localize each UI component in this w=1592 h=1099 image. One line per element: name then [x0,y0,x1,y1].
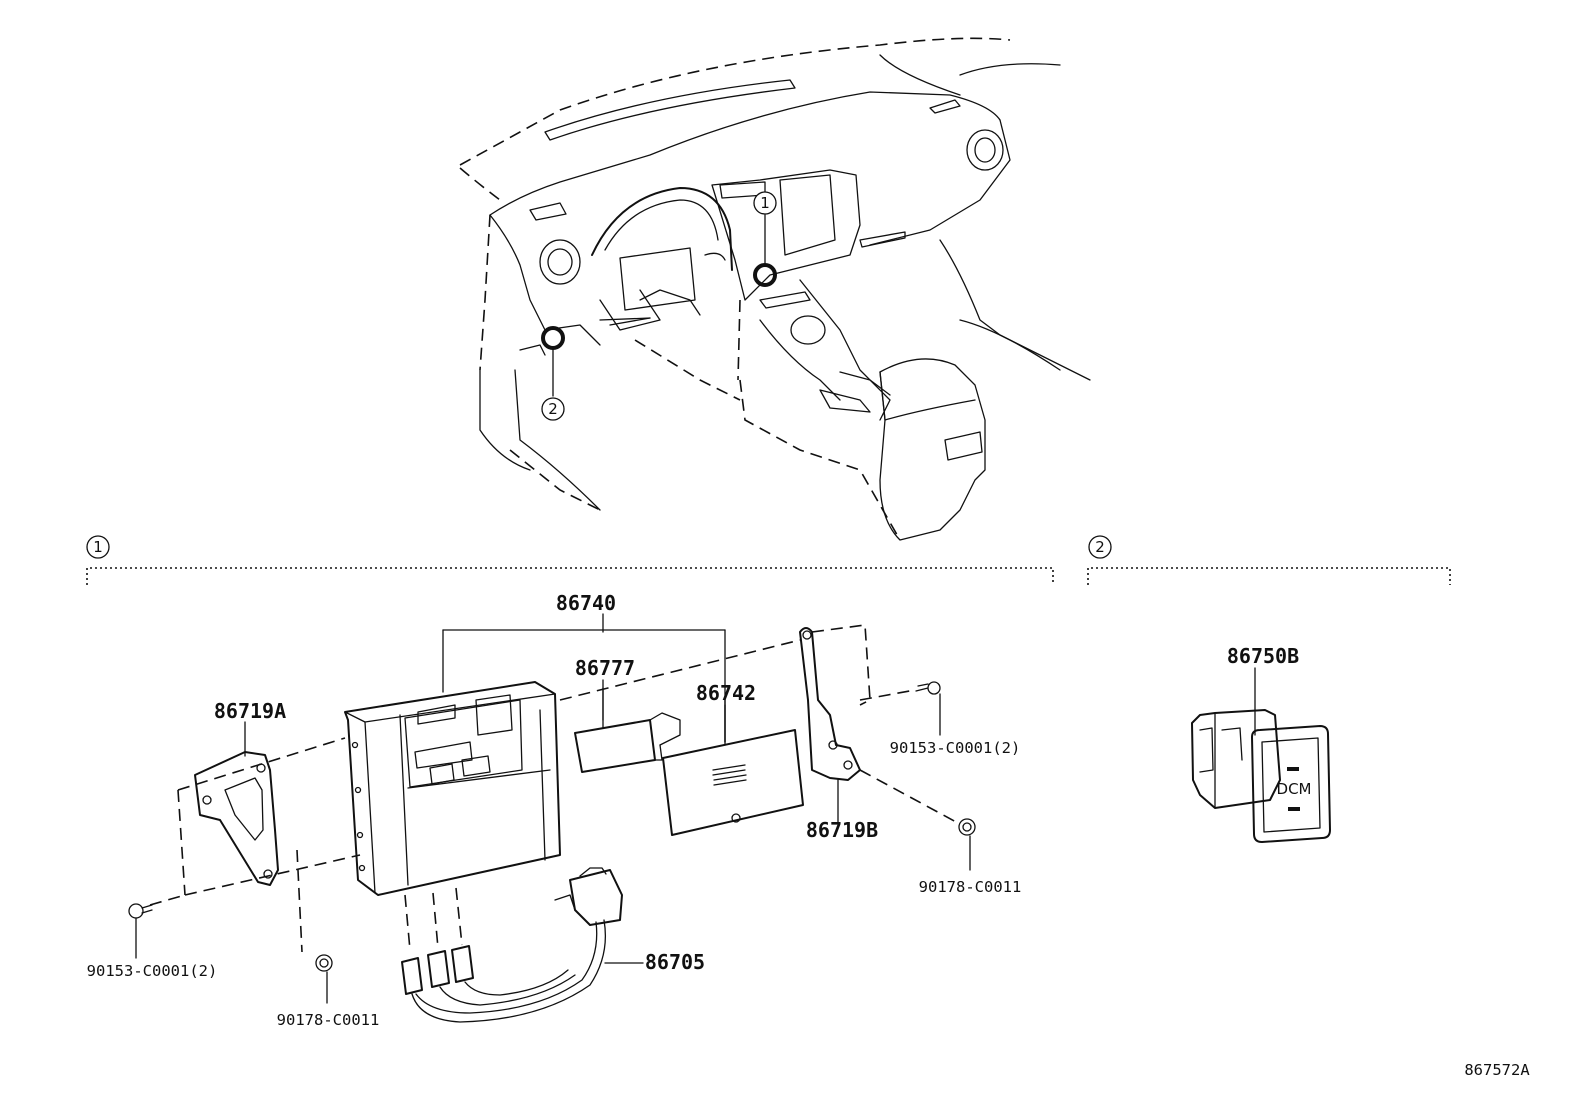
dcm-unit-86740 [344,681,561,896]
dashboard-illustration: 1 2 [459,37,1091,541]
nut-90178-right [958,818,976,871]
figure-id: 867572A [1464,1061,1530,1079]
label-86719A: 86719A [214,699,286,723]
label-90153-right: 90153-C0001(2) [890,739,1021,757]
callout-2-label: 2 [548,400,558,418]
label-86777: 86777 [575,656,635,680]
bolt-90153-right [915,681,941,736]
switch-86750B: DCM [1191,667,1331,843]
label-90178-left: 90178-C0011 [277,1011,380,1029]
label-86740: 86740 [556,591,616,615]
label-86750B: 86750B [1227,644,1299,668]
bolt-90153-left [128,903,153,959]
harness-86705 [401,867,644,1023]
antenna-86777 [574,687,681,773]
section-1-bracket: 1 [86,535,1054,585]
label-86705: 86705 [645,950,705,974]
label-90178-right: 90178-C0011 [919,878,1022,896]
cover-86742 [662,704,804,836]
label-90153-left: 90153-C0001(2) [87,962,218,980]
label-86719B: 86719B [806,818,878,842]
label-86742: 86742 [696,681,756,705]
section-2-label: 2 [1095,538,1105,556]
section-2-bracket: 2 [1087,535,1451,585]
switch-dcm-text: DCM [1277,780,1312,798]
bracket-86719B [799,627,861,823]
callout-1-label: 1 [760,194,770,212]
assembly-lines [149,624,959,953]
bracket-86719A [194,721,279,886]
nut-90178-left [315,954,333,1004]
section-1-label: 1 [93,538,103,556]
